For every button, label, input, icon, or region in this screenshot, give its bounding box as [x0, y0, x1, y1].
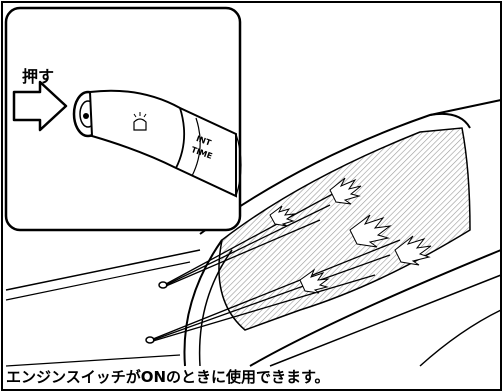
- spray-line-1: [165, 189, 341, 285]
- dashboard-corner: [419, 309, 502, 367]
- splash-2: [349, 214, 392, 248]
- splash-3: [394, 235, 432, 266]
- washer-icon: [133, 112, 147, 131]
- washer-nozzle-lower: [145, 336, 155, 344]
- dashboard-line-2: [269, 274, 502, 367]
- dashboard-line: [249, 249, 502, 367]
- washer-nozzle-upper: [158, 281, 168, 289]
- wiper-stalk: [72, 89, 242, 198]
- spray-line-4: [152, 239, 401, 340]
- push-arrow-icon: [12, 80, 68, 132]
- spray-line-3: [165, 219, 321, 287]
- splash-1: [329, 177, 362, 205]
- spray-line-2: [165, 204, 331, 286]
- windshield-glass: [218, 127, 471, 331]
- splash-5: [269, 205, 296, 227]
- splash-4: [299, 268, 330, 294]
- hood-line-1: [5, 249, 201, 291]
- hood-line-2: [5, 261, 191, 301]
- push-label: 押す: [22, 67, 55, 86]
- hood-line-3: [5, 354, 181, 367]
- a-pillar-left: [183, 239, 223, 367]
- spray-line-6: [152, 274, 376, 342]
- spray-line-5: [152, 254, 391, 341]
- roof-line: [429, 99, 502, 116]
- windshield-top-edge: [199, 112, 471, 235]
- caption: エンジンスイッチがONのときに使用できます。: [6, 368, 330, 386]
